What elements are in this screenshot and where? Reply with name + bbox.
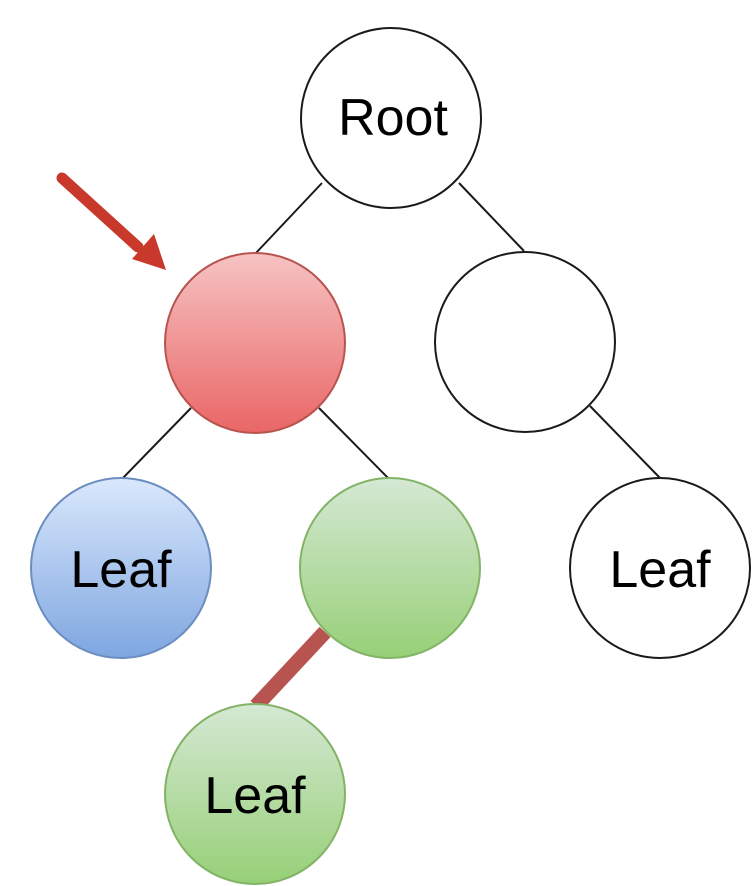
node-root-label: Root bbox=[338, 89, 448, 147]
node-bottom-leaf-label: Leaf bbox=[204, 767, 306, 825]
edge-root-right-child bbox=[458, 182, 525, 252]
node-right-right-leaf-label: Leaf bbox=[609, 541, 711, 599]
node-root: Root bbox=[300, 27, 482, 209]
edge-left-child-left-right-child bbox=[318, 407, 391, 481]
edge-right-child-right-right-leaf bbox=[589, 405, 661, 479]
node-left-right-child bbox=[299, 477, 481, 659]
edge-root-left-child bbox=[254, 182, 323, 255]
pointer-arrow-icon bbox=[56, 172, 166, 270]
node-right-right-leaf: Leaf bbox=[569, 477, 751, 659]
node-left-left-leaf: Leaf bbox=[30, 477, 212, 659]
edge-left-child-left-left-leaf bbox=[120, 407, 192, 481]
node-bottom-leaf: Leaf bbox=[164, 703, 346, 885]
node-left-child bbox=[164, 252, 346, 434]
node-left-left-leaf-label: Leaf bbox=[70, 541, 172, 599]
edge-highlighted-left-right-child-bottom-leaf bbox=[250, 626, 331, 712]
node-right-child bbox=[434, 251, 616, 433]
